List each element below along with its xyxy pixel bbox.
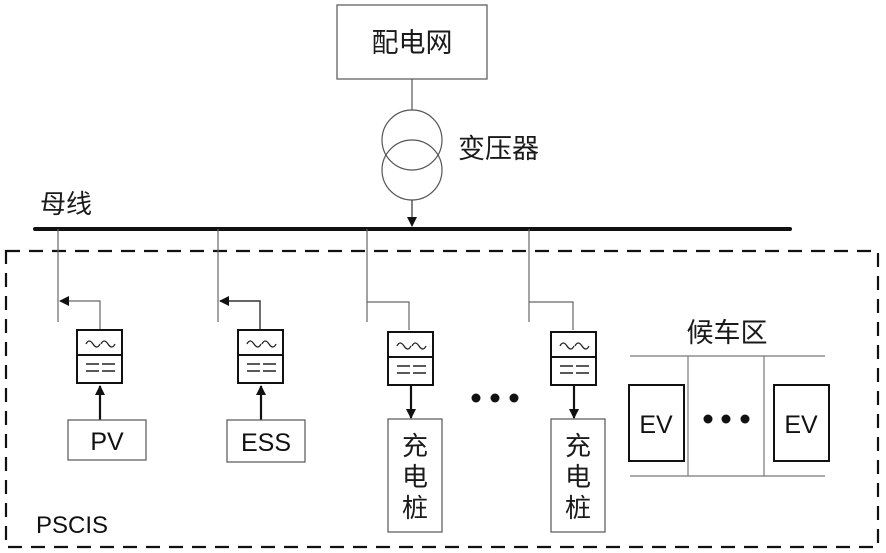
charging-pile-char: 充 — [402, 432, 428, 462]
distribution-grid: 配电网 — [336, 4, 488, 80]
pv-to-bus-arrow-icon — [59, 296, 101, 330]
pscis-label: PSCIS — [36, 512, 108, 539]
ev-slot-1: EV — [628, 384, 685, 462]
pv-inverter — [76, 329, 123, 384]
charging-pile-char: 充 — [565, 432, 591, 462]
ess-box — [226, 419, 306, 463]
ac-symbol-icon — [246, 340, 277, 348]
bus: 母线 — [33, 190, 792, 231]
ev-label: EV — [639, 411, 673, 439]
ess-to-bus-arrow-icon — [219, 296, 261, 330]
dc-symbol-icon — [247, 363, 276, 372]
ess-label: ESS — [241, 429, 291, 457]
ev-label: EV — [784, 411, 818, 439]
dc-symbol-icon — [397, 365, 426, 374]
charger-converter-2 — [550, 331, 597, 386]
charging-pile-box-2 — [550, 418, 606, 533]
waiting-ellipsis-icon — [703, 414, 750, 424]
ess-branch: ESS — [217, 229, 306, 463]
grid-label: 配电网 — [372, 28, 453, 59]
pv-branch: PV — [57, 229, 147, 461]
waiting-area-label: 候车区 — [687, 318, 768, 349]
pv-label: PV — [90, 428, 124, 456]
charging-pile-char: 桩 — [402, 494, 428, 524]
ac-symbol-icon — [559, 342, 590, 350]
charger-converter-1 — [387, 331, 434, 386]
pscis-boundary: PSCIS — [4, 249, 880, 549]
ac-symbol-icon — [396, 342, 427, 350]
charging-pile-box-1 — [387, 418, 443, 533]
pv-box — [67, 419, 147, 461]
ev-slot-2: EV — [773, 384, 830, 462]
charger-ellipsis-icon — [471, 393, 519, 403]
transformer-primary-coil-icon — [381, 109, 443, 171]
dc-symbol-icon — [86, 363, 115, 372]
transformer-label: 变压器 — [458, 134, 539, 165]
charging-pile-char: 电 — [402, 463, 428, 493]
dc-symbol-icon — [560, 365, 589, 374]
transformer: 变压器 — [381, 79, 539, 227]
ess-converter — [237, 329, 284, 384]
charging-pile-branch-2: 充 电 桩 — [528, 229, 606, 533]
charging-pile-char: 桩 — [565, 494, 591, 524]
charging-pile-branch-1: 充 电 桩 — [366, 229, 443, 533]
charging-pile-char: 电 — [565, 463, 591, 493]
waiting-area: 候车区 EV EV — [628, 318, 830, 477]
ac-symbol-icon — [85, 340, 116, 348]
bus-label: 母线 — [40, 190, 92, 220]
